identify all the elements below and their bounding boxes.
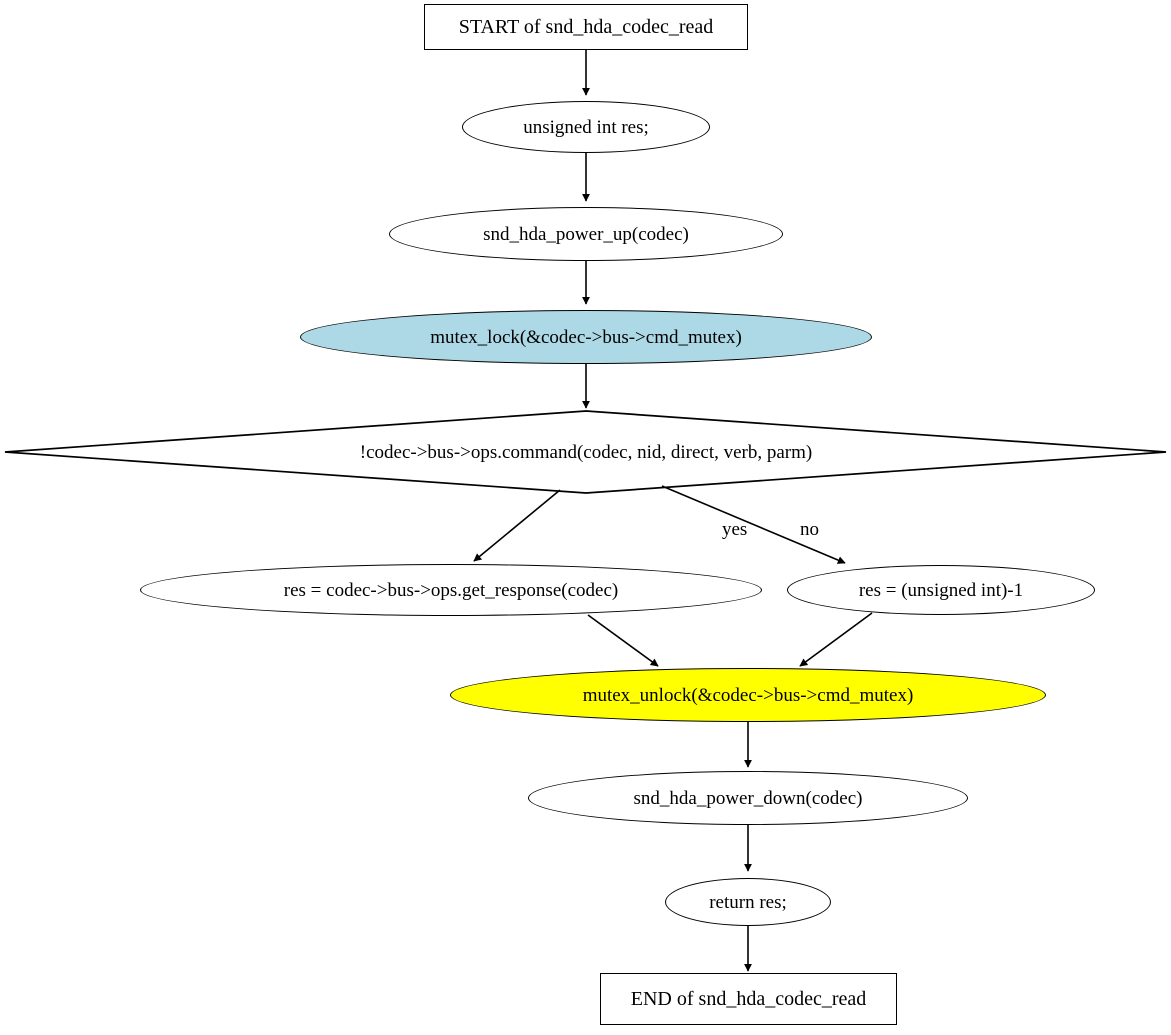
edge-condition-yes-to-get-response [473,489,561,562]
node-mutex-lock-label: mutex_lock(&codec->bus->cmd_mutex) [430,326,742,348]
edge-label-yes-text: yes [722,519,748,540]
node-declare-res[interactable]: unsigned int res; [462,101,710,153]
node-mutex-lock[interactable]: mutex_lock(&codec->bus->cmd_mutex) [300,310,872,364]
node-decision-command[interactable]: !codec->bus->ops.command(codec, nid, dir… [5,411,1167,493]
node-end-label: END of snd_hda_codec_read [630,988,867,1010]
node-res-minus-one-label: res = (unsigned int)-1 [858,579,1024,601]
node-power-down-label: snd_hda_power_down(codec) [633,787,863,809]
edge-get-response-to-mutex-unlock [587,614,659,667]
node-mutex-unlock-label: mutex_unlock(&codec->bus->cmd_mutex) [582,684,914,706]
edge-label-no: no [800,519,819,541]
node-return-res[interactable]: return res; [665,878,831,926]
node-start[interactable]: START of snd_hda_codec_read [424,4,748,50]
node-power-up[interactable]: snd_hda_power_up(codec) [389,207,783,261]
node-res-minus-one[interactable]: res = (unsigned int)-1 [787,565,1095,615]
node-get-response-label: res = codec->bus->ops.get_response(codec… [283,579,619,601]
node-declare-res-label: unsigned int res; [523,116,649,138]
node-power-up-label: snd_hda_power_up(codec) [483,223,689,245]
node-start-label: START of snd_hda_codec_read [458,16,714,38]
node-power-down[interactable]: snd_hda_power_down(codec) [528,771,968,825]
edge-label-yes: yes [722,519,747,541]
node-end[interactable]: END of snd_hda_codec_read [600,973,897,1025]
node-decision-command-label: !codec->bus->ops.command(codec, nid, dir… [359,441,813,463]
edge-res-minus-one-to-mutex-unlock [799,612,873,667]
node-mutex-unlock[interactable]: mutex_unlock(&codec->bus->cmd_mutex) [450,668,1046,722]
node-get-response[interactable]: res = codec->bus->ops.get_response(codec… [140,564,762,616]
node-return-res-label: return res; [709,891,787,913]
edge-label-no-text: no [800,519,819,540]
